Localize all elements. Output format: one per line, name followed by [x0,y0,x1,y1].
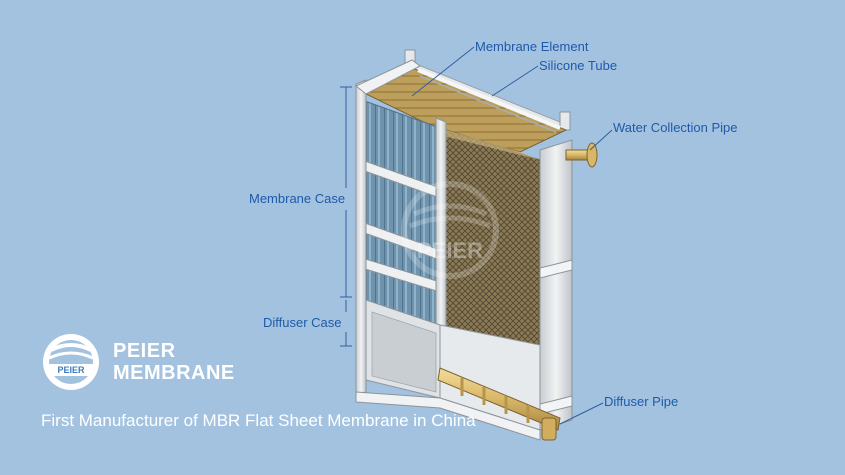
brand-name-line1: PEIER [113,340,176,362]
leader-silicone-tube [491,65,539,97]
watermark-text: PEIER [417,238,483,263]
brand-name-line2: MEMBRANE [113,362,235,384]
brand-tagline: First Manufacturer of MBR Flat Sheet Mem… [41,411,476,430]
label-silicone-tube: Silicone Tube [539,58,618,73]
leader-membrane-element [411,46,475,97]
side-column-right [539,139,573,431]
mesh-upper-cover [440,128,540,160]
top-rail-front [355,59,421,95]
leader-lines [340,46,613,425]
label-diffuser-case: Diffuser Case [263,315,342,330]
silicone-tube-strip-shade [419,75,557,133]
label-membrane-case: Membrane Case [249,191,346,206]
diffuser-pipe-end [541,417,557,441]
leader-diffuser-pipe [559,402,604,425]
lifting-lug-right [559,111,571,131]
diffuser-case-inner [371,311,437,393]
peier-logo [43,334,99,390]
label-diffuser-pipe: Diffuser Pipe [604,394,679,409]
leader-water-collection-pipe [589,129,613,151]
side-bar-upper [539,259,573,279]
base-rail [355,391,541,441]
front-post-left [355,79,367,396]
watermark-logo [401,181,499,279]
logo-text: PEIER [57,365,85,375]
label-water-collection-pipe: Water Collection Pipe [613,120,738,135]
membrane-module: PEIER [355,49,598,441]
membrane-mesh-side [439,127,541,346]
label-membrane-element: Membrane Element [475,39,589,54]
water-collection-flange [586,142,598,168]
silicone-tube-strip [417,68,561,130]
